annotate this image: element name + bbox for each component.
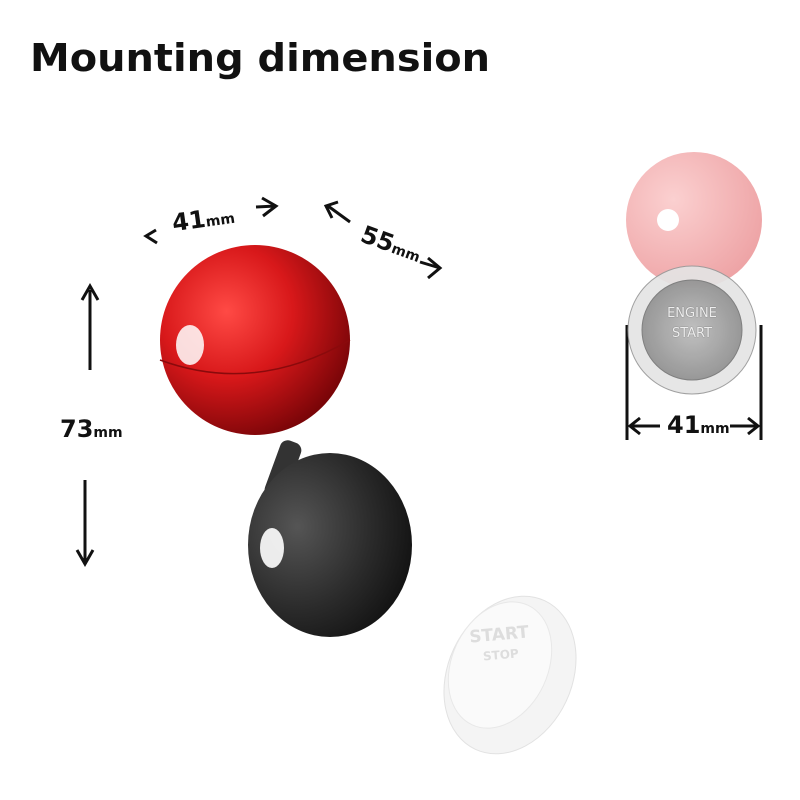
dimension-button-width: 41mm <box>667 411 730 439</box>
button-label-line2: START <box>671 326 713 341</box>
dimension-height: 73mm <box>60 415 123 443</box>
page-title: Mounting dimension <box>30 36 491 80</box>
start-stop-cover <box>443 595 577 755</box>
cover-label: START STOP <box>453 621 546 669</box>
red-knob <box>159 245 351 435</box>
button-label-line1: ENGINE <box>667 306 717 321</box>
engine-start-button <box>626 152 762 395</box>
black-base <box>248 440 412 637</box>
button-label: ENGINE START <box>642 304 742 344</box>
dimension-arrows <box>75 196 763 568</box>
